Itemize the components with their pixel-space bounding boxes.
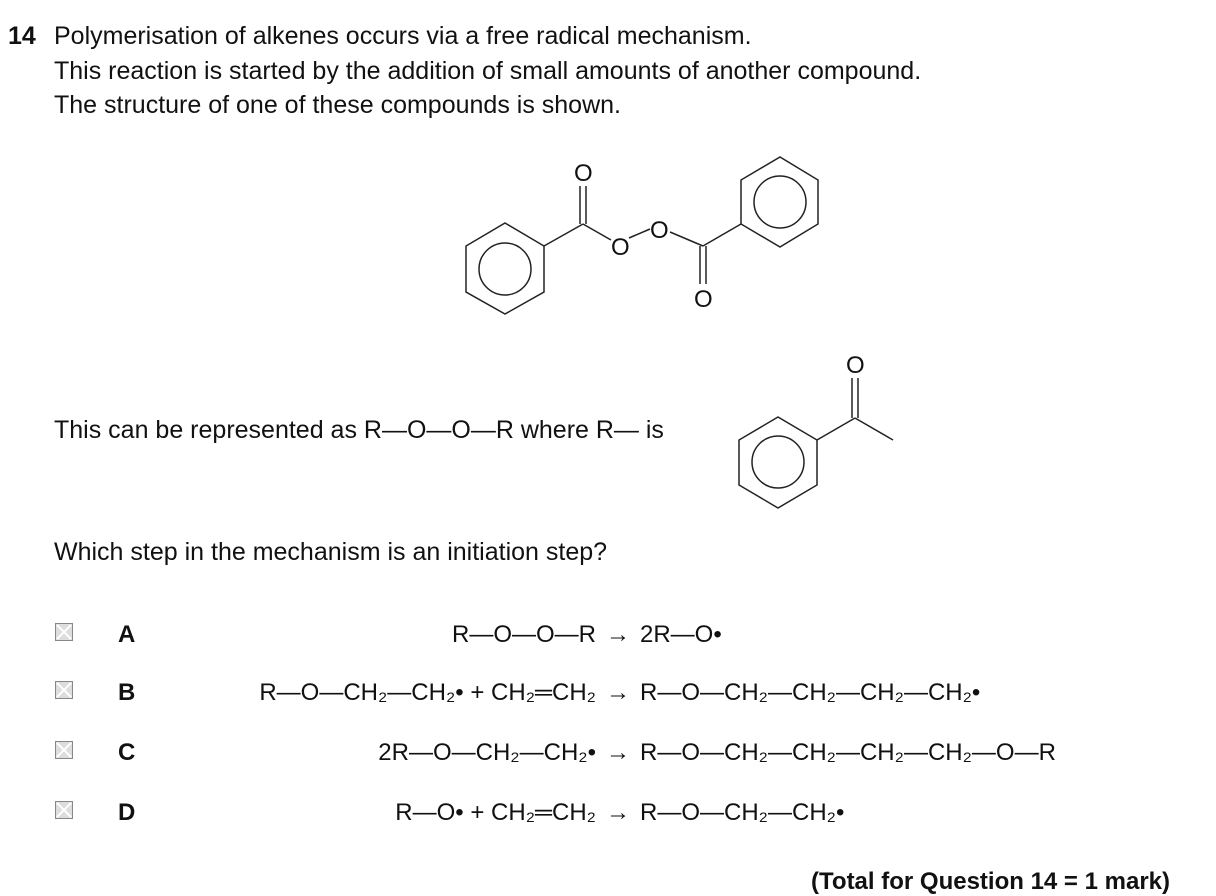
option-c-checkbox[interactable] xyxy=(55,741,73,759)
equation-lhs: R—O—CH₂—CH₂• + CH₂═CH₂ xyxy=(259,679,596,706)
option-letter: D xyxy=(118,799,136,826)
oxygen-label: O xyxy=(846,352,865,379)
question-number: 14 xyxy=(8,22,36,50)
option-letter: B xyxy=(118,679,136,706)
question-line: The structure of one of these compounds … xyxy=(54,91,621,119)
equation-rhs: 2R—O• xyxy=(640,621,722,648)
representation-text: This can be represented as R—O—O—R where… xyxy=(54,416,664,444)
option-letter: A xyxy=(118,621,136,648)
oxygen-label: O xyxy=(574,160,593,187)
option-d-checkbox[interactable] xyxy=(55,801,73,819)
oxygen-label: O xyxy=(694,286,713,313)
oxygen-label: O xyxy=(611,234,630,261)
arrow: → xyxy=(606,679,630,706)
equation-lhs: R—O—O—R xyxy=(452,621,596,648)
option-b-checkbox[interactable] xyxy=(55,681,73,699)
equation-rhs: R—O—CH₂—CH₂—CH₂—CH₂• xyxy=(640,679,981,706)
question-line: Polymerisation of alkenes occurs via a f… xyxy=(54,22,752,50)
equation-lhs: 2R—O—CH₂—CH₂• xyxy=(378,739,596,766)
equation-rhs: R—O—CH₂—CH₂—CH₂—CH₂—O—R xyxy=(640,739,1056,766)
oxygen-label: O xyxy=(650,217,669,244)
arrow: → xyxy=(606,621,630,648)
equation-lhs: R—O• + CH₂═CH₂ xyxy=(395,799,596,826)
total-marks: (Total for Question 14 = 1 mark) xyxy=(811,868,1170,895)
arrow: → xyxy=(606,799,630,826)
equation-rhs: R—O—CH₂—CH₂• xyxy=(640,799,845,826)
question-prompt: Which step in the mechanism is an initia… xyxy=(54,538,608,566)
option-letter: C xyxy=(118,739,136,766)
benzoyl-group-structure: O xyxy=(738,352,894,509)
question-line: This reaction is started by the addition… xyxy=(54,57,922,85)
option-a-checkbox[interactable] xyxy=(55,623,73,641)
arrow: → xyxy=(606,739,630,766)
dibenzoyl-peroxide-structure: O O O O xyxy=(465,156,819,315)
